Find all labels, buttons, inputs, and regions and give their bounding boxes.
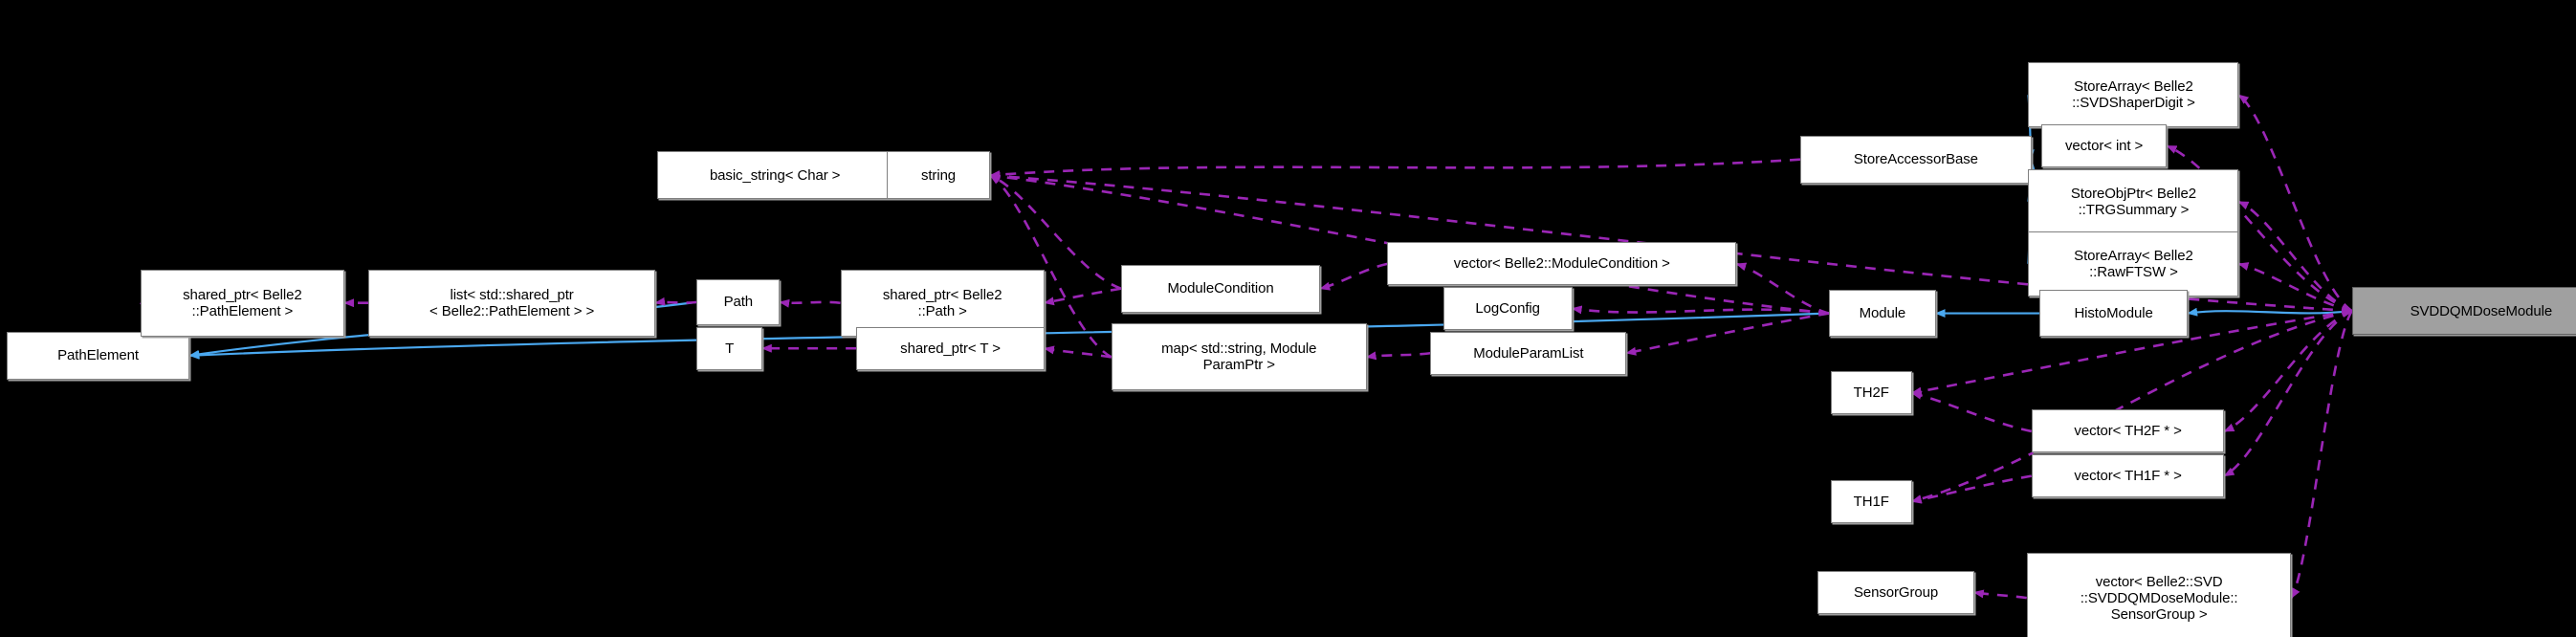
class-node-label: ModuleParamList (1473, 344, 1584, 362)
edge-svddqmdosemodule-to-vector_sensorgroup (2290, 310, 2353, 599)
class-node-label: vector< Belle2::SVD ::SVDDQMDoseModule::… (2080, 573, 2238, 623)
edge-vector_sensorgroup-to-sensorgroup (1972, 589, 2027, 600)
edge-module-to-vector_modcond (1735, 262, 1830, 315)
class-node-vector_int[interactable]: vector< int > (2040, 124, 2168, 168)
class-node-vector_modcond[interactable]: vector< Belle2::ModuleCondition > (1387, 242, 1737, 286)
class-node-label: basic_string< Char > (709, 166, 841, 184)
class-node-label: HistoModule (2074, 305, 2153, 322)
class-node-label: Module (1859, 305, 1906, 322)
edge-module-to-moduleparamlist (1625, 312, 1830, 356)
class-node-logconfig[interactable]: LogConfig (1442, 287, 1573, 331)
class-node-moduleparamlist[interactable]: ModuleParamList (1430, 331, 1627, 375)
class-node-label: StoreObjPtr< Belle2 ::TRGSummary > (2070, 185, 2196, 218)
class-node-label: list< std::shared_ptr < Belle2::PathElem… (429, 286, 595, 319)
class-node-label: TH2F (1853, 384, 1889, 402)
class-node-basic_string[interactable]: basic_string< Char > (656, 151, 893, 200)
class-node-label: PathElement (57, 347, 139, 364)
edge-vector_th2f-to-th2f (1910, 390, 2033, 433)
class-node-label: SensorGroup (1853, 583, 1939, 601)
class-node-histomodule[interactable]: HistoModule (2039, 290, 2189, 337)
edge-sharedptr_path-to-path (779, 298, 841, 308)
class-node-map_string_param[interactable]: map< std::string, Module ParamPtr > (1111, 323, 1367, 391)
class-node-vector_sensorgroup[interactable]: vector< Belle2::SVD ::SVDDQMDoseModule::… (2026, 553, 2292, 637)
class-node-label: TH1F (1853, 493, 1889, 510)
edge-svddqmdosemodule-to-vector_th1f (2223, 309, 2353, 477)
class-node-label: shared_ptr< Belle2 ::PathElement > (183, 286, 302, 319)
edge-storeaccessorbase-to-string (989, 158, 1801, 180)
class-node-label: ModuleCondition (1167, 280, 1274, 297)
class-node-module[interactable]: Module (1829, 290, 1936, 337)
edge-moduleparamlist-to-map_string_param (1365, 351, 1431, 361)
class-node-label: shared_ptr< Belle2 ::Path > (882, 286, 1002, 319)
class-node-label: vector< TH2F * > (2074, 423, 2182, 440)
edge-svddqmdosemodule-to-storearray_rawftsw (2237, 262, 2353, 313)
class-node-label: shared_ptr< T > (900, 340, 1001, 357)
class-node-vector_th2f[interactable]: vector< TH2F * > (2031, 409, 2225, 453)
class-node-sharedptr_pathelem[interactable]: shared_ptr< Belle2 ::PathElement > (140, 269, 345, 337)
edge-svddqmdosemodule-to-vector_th2f (2223, 309, 2353, 433)
class-node-pathelement[interactable]: PathElement (6, 331, 190, 380)
edge-svddqmdosemodule-to-storeobjptr_trg (2237, 200, 2353, 313)
edge-modulecondition-to-sharedptr_path (1043, 287, 1122, 306)
class-node-label: StoreArray< Belle2 ::RawFTSW > (2074, 247, 2193, 280)
class-node-vector_th1f[interactable]: vector< TH1F * > (2031, 454, 2225, 498)
class-node-string[interactable]: string (886, 151, 991, 200)
edge-svddqmdosemodule-to-storearray_svdsd (2237, 94, 2353, 313)
class-node-label: SVDDQMDoseModule (2410, 302, 2553, 319)
class-node-label: map< std::string, Module ParamPtr > (1161, 340, 1317, 374)
class-node-modulecondition[interactable]: ModuleCondition (1120, 264, 1321, 313)
class-node-path[interactable]: Path (696, 278, 781, 326)
class-node-label: vector< Belle2::ModuleCondition > (1453, 255, 1670, 273)
class-node-storeaccessorbase[interactable]: StoreAccessorBase (1800, 135, 2032, 184)
class-node-storearray_rawftsw[interactable]: StoreArray< Belle2 ::RawFTSW > (2028, 231, 2239, 297)
edge-vector_th1f-to-th1f (1910, 474, 2032, 504)
class-node-label: LogConfig (1475, 300, 1540, 318)
class-node-t_type[interactable]: T (696, 326, 762, 370)
class-node-label: Path (723, 294, 754, 311)
class-node-sharedptr_t[interactable]: shared_ptr< T > (856, 326, 1045, 370)
class-node-label: StoreArray< Belle2 ::SVDShaperDigit > (2072, 78, 2195, 112)
class-node-label: vector< TH1F * > (2074, 468, 2182, 485)
class-node-label: StoreAccessorBase (1853, 151, 1978, 168)
class-node-label: string (920, 166, 957, 184)
class-node-list_sharedptr[interactable]: list< std::shared_ptr < Belle2::PathElem… (368, 269, 656, 337)
class-node-th2f[interactable]: TH2F (1830, 371, 1912, 415)
class-node-sensorgroup[interactable]: SensorGroup (1817, 570, 1974, 614)
class-node-svddqmdosemodule[interactable]: SVDDQMDoseModule (2351, 287, 2576, 336)
edge-vector_modcond-to-modulecondition (1319, 262, 1388, 291)
edge-map_string_param-to-sharedptr_t (1043, 345, 1112, 359)
class-node-th1f[interactable]: TH1F (1830, 479, 1912, 523)
class-node-label: T (725, 340, 735, 357)
edge-module-to-logconfig (1571, 305, 1830, 315)
class-node-label: vector< int > (2064, 138, 2144, 155)
edge-svddqmdosemodule-to-histomodule (2187, 307, 2352, 317)
class-node-storeobjptr_trg[interactable]: StoreObjPtr< Belle2 ::TRGSummary > (2028, 168, 2239, 235)
class-node-storearray_svdsd[interactable]: StoreArray< Belle2 ::SVDShaperDigit > (2028, 62, 2239, 128)
edge-path-to-list_sharedptr (654, 297, 697, 306)
